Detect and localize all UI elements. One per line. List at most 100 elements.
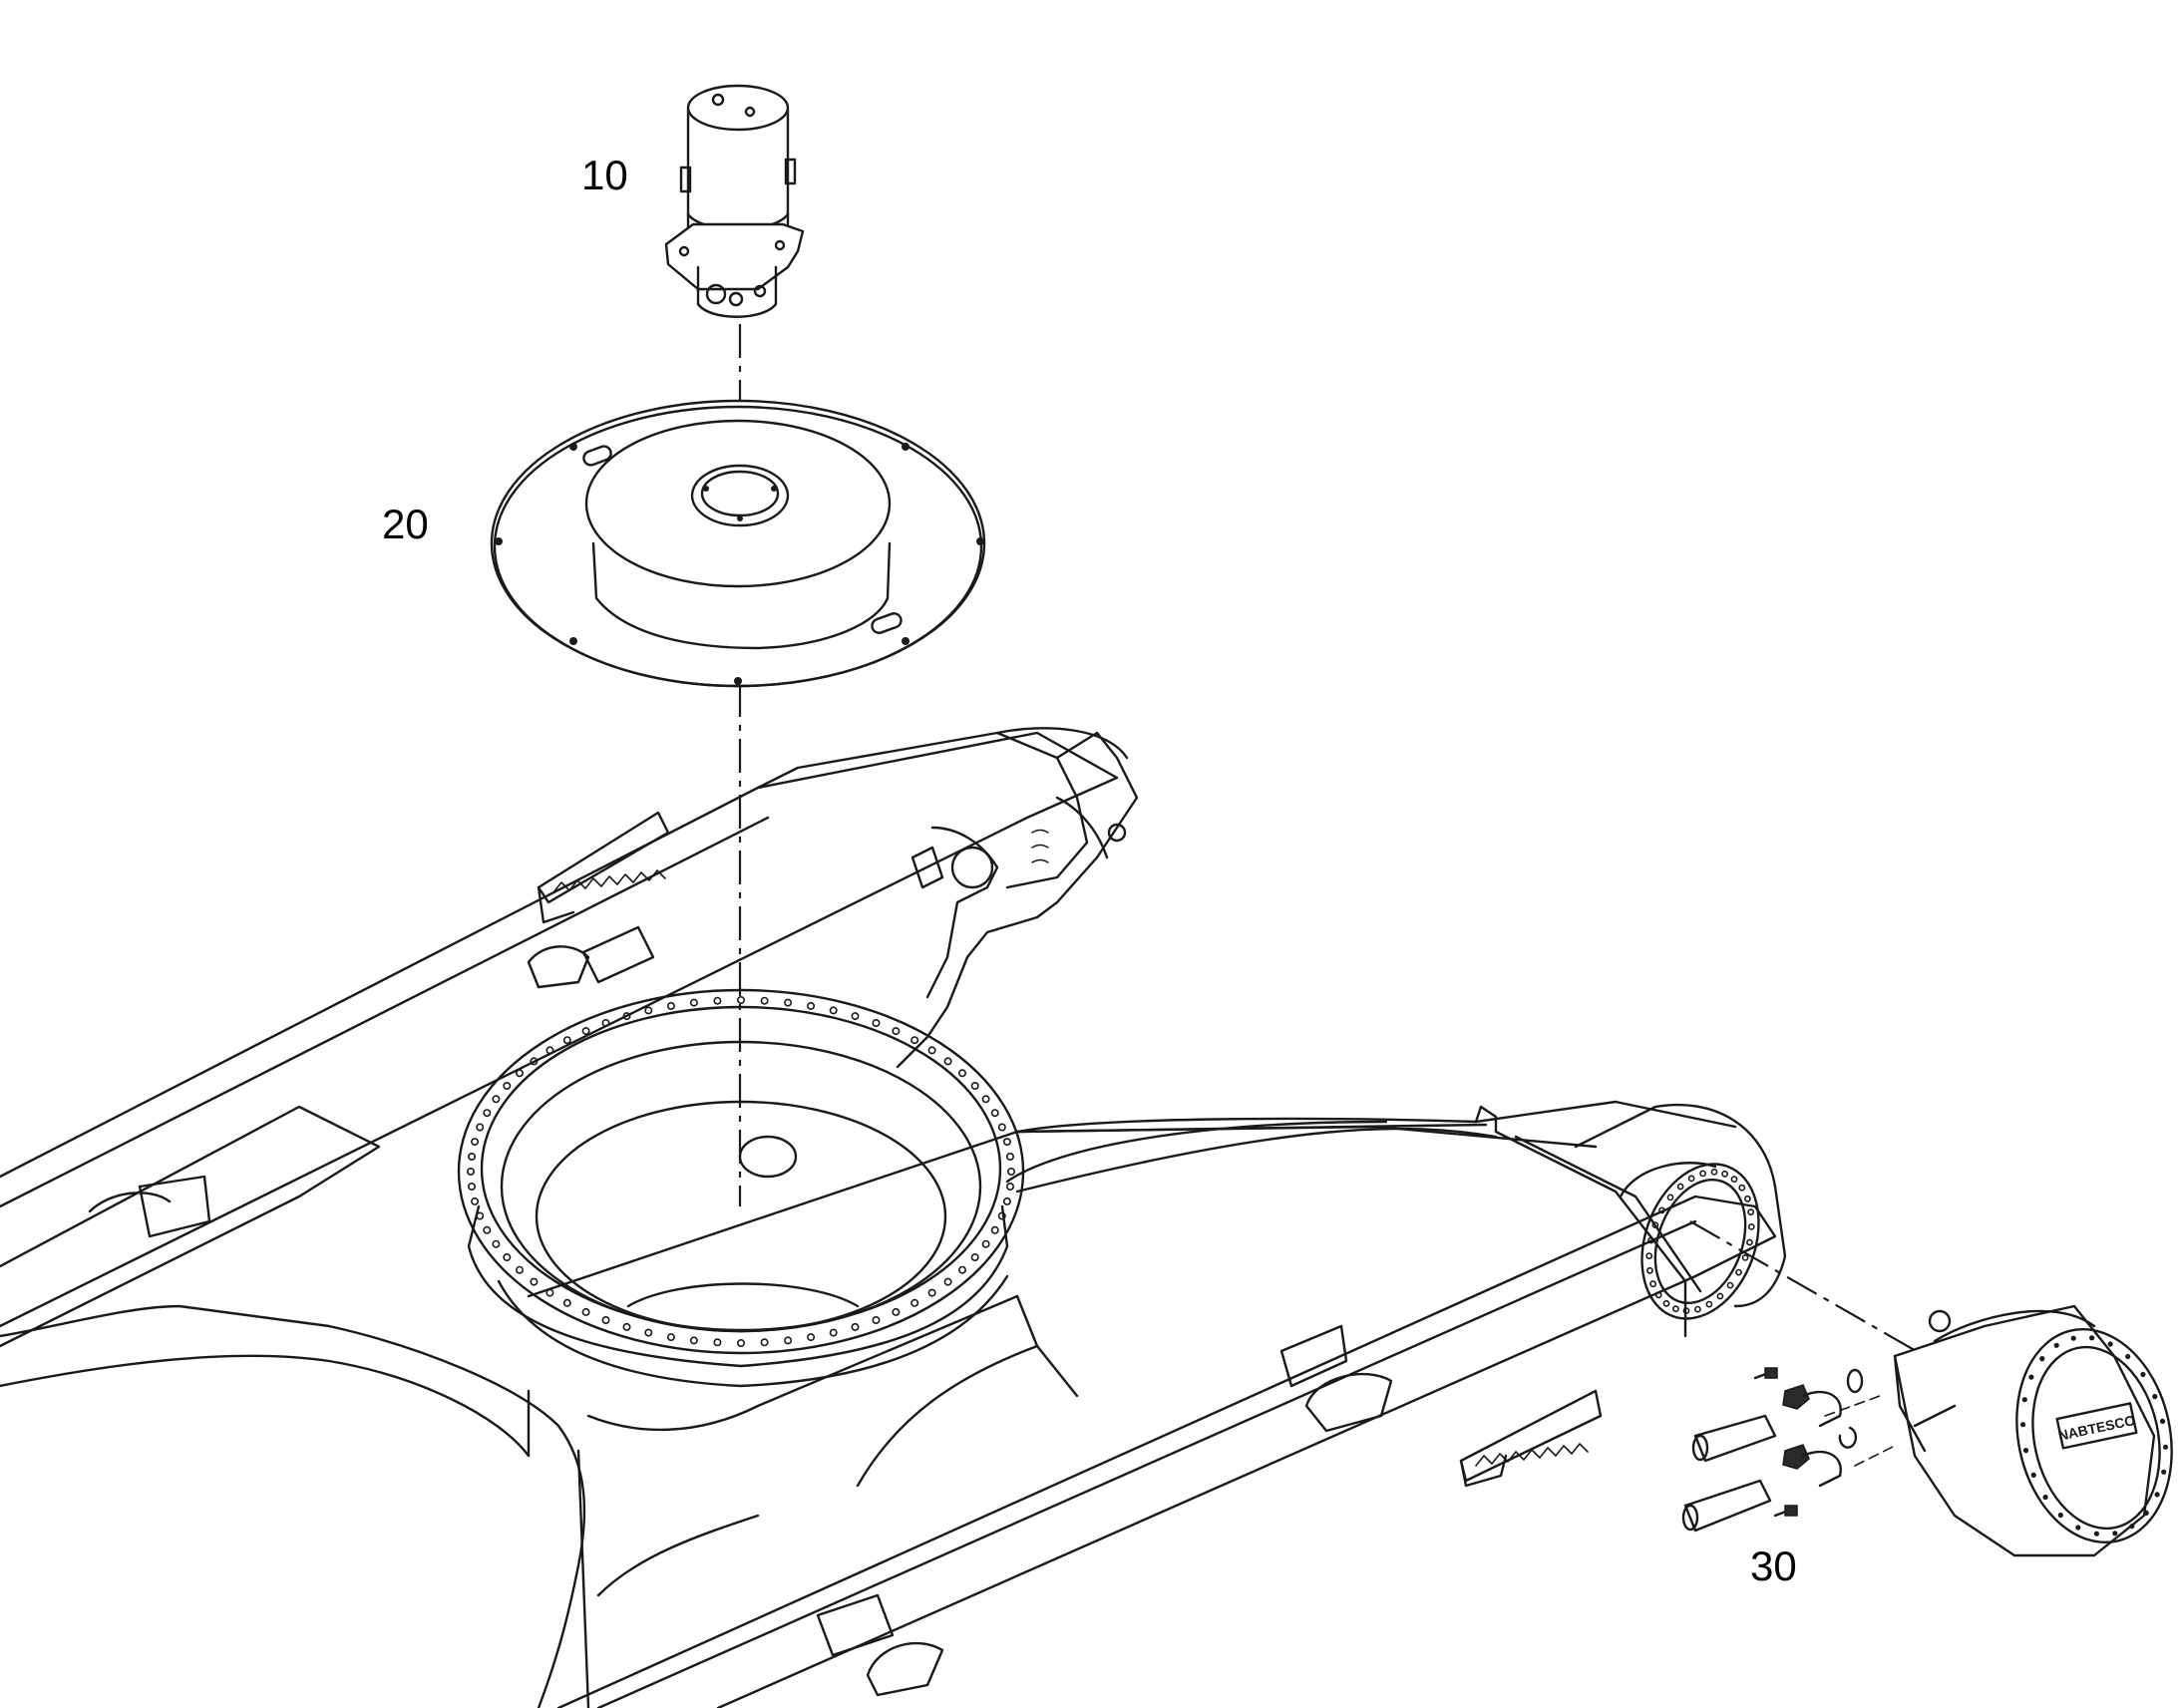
ring-bolt-hole [760, 996, 769, 1005]
ring-bolt-hole [689, 998, 698, 1007]
slewing-ring-bolt-holes [466, 995, 1015, 1348]
slewing-ring [457, 988, 1755, 1388]
idler-bolt-hole [1726, 1281, 1734, 1289]
part-label-10: 10 [581, 152, 628, 198]
ring-bolt-hole [581, 1307, 590, 1316]
motor-bolt [2070, 1335, 2076, 1341]
ring-bolt-hole [644, 1006, 653, 1015]
ring-bolt-hole [562, 1036, 571, 1045]
ring-bolt-hole [492, 1239, 501, 1248]
ring-bolt-hole [1005, 1153, 1014, 1162]
ring-bolt-hole [927, 1046, 936, 1055]
ring-bolt-hole [910, 1298, 919, 1307]
ring-bolt-hole [807, 1333, 816, 1342]
idler-bolt-hole [1654, 1291, 1662, 1299]
idler-bolt-hole [1710, 1169, 1718, 1176]
ring-bolt-hole [943, 1057, 952, 1066]
ring-bolt-hole [467, 1183, 476, 1192]
idler-bolt-hole [1721, 1170, 1728, 1178]
idler-bolt-hole [1646, 1266, 1653, 1274]
ring-bolt-hole [545, 1288, 554, 1297]
motor-bolt [2152, 1394, 2158, 1400]
ring-bolt-hole [689, 1336, 698, 1345]
ring-bolt-hole [713, 996, 722, 1005]
idler-bolt-hole [1645, 1252, 1653, 1259]
idler-bolt-hole [1716, 1292, 1724, 1300]
motor-bolt [2057, 1512, 2063, 1519]
ring-bolt-hole [851, 1322, 860, 1331]
idler-bolt-hole [1672, 1305, 1679, 1313]
motor-bolt [2022, 1448, 2029, 1454]
ring-bolt-hole [562, 1298, 571, 1307]
idler-bolt-hole [1738, 1184, 1746, 1192]
idler-bolt-hole [1662, 1299, 1670, 1307]
ring-bolt-hole [666, 1333, 675, 1342]
ring-bolt-hole [483, 1225, 492, 1234]
ring-bolt-hole [483, 1109, 492, 1118]
idler-bolt-hole [1658, 1206, 1665, 1214]
ring-bolt-hole [990, 1109, 999, 1118]
ring-bolt-hole [736, 995, 745, 1004]
ring-bolt-hole [829, 1006, 838, 1015]
idler-bolt-hole [1744, 1195, 1751, 1202]
idler-bolt-hole [1694, 1305, 1701, 1313]
ring-bolt-hole [997, 1123, 1006, 1132]
motor-bolt [2143, 1510, 2149, 1516]
ring-bolt-hole [1002, 1196, 1011, 1205]
ring-bolt-hole [1006, 1168, 1015, 1177]
ring-bolt-hole [784, 1336, 793, 1345]
ring-bolt-hole [872, 1018, 881, 1027]
ring-bolt-hole [666, 1001, 675, 1010]
ring-bolt-hole [970, 1082, 979, 1091]
ring-bolt-hole [581, 1027, 590, 1036]
idler-bolt-hole [1746, 1238, 1753, 1246]
part-label-20: 20 [382, 501, 429, 547]
ring-bolt-hole [829, 1328, 838, 1337]
travel-motor: NABTESCO [1681, 1304, 2173, 1557]
ring-bolt-hole [530, 1057, 539, 1066]
motor-bolt [2039, 1356, 2045, 1362]
ring-bolt-hole [957, 1069, 966, 1078]
motor-bolt [2159, 1418, 2166, 1424]
idler-bolt-hole [1676, 1183, 1684, 1191]
ring-bolt-hole [644, 1328, 653, 1337]
motor-bolt [2030, 1472, 2036, 1478]
idler-bolt-hole [1647, 1236, 1654, 1244]
idler-bolt-hole [1649, 1280, 1656, 1288]
cover-plate [490, 399, 986, 688]
motor-bolt [2089, 1335, 2095, 1341]
ring-bolt-hole [471, 1138, 480, 1147]
rotary-joint [664, 84, 805, 318]
motor-bolt [2154, 1492, 2160, 1498]
ring-bolt-hole [970, 1253, 979, 1262]
motor-bolt [2129, 1524, 2135, 1530]
motor-bolt [2161, 1469, 2167, 1475]
ring-bolt-hole [927, 1288, 936, 1297]
motor-bolt [2140, 1371, 2146, 1378]
ring-bolt-hole [503, 1082, 512, 1091]
motor-bolt [2107, 1341, 2113, 1347]
ring-bolt-hole [467, 1153, 476, 1162]
ring-bolt-hole [981, 1239, 990, 1248]
ring-bolt-hole [760, 1338, 769, 1347]
motor-bolt [2042, 1494, 2048, 1501]
ring-bolt-hole [476, 1123, 485, 1132]
ring-bolt-hole [515, 1265, 524, 1274]
idler-bolt-hole [1666, 1194, 1674, 1201]
undercarriage-frame [0, 727, 1787, 1708]
ring-bolt-hole [515, 1069, 524, 1078]
ring-bolt-hole [892, 1027, 901, 1036]
motor-bolt [2075, 1525, 2081, 1531]
ring-bolt-hole [545, 1046, 554, 1055]
part-labels: 10 20 30 [382, 152, 1797, 1589]
ring-bolt-hole [872, 1316, 881, 1325]
motor-bolt-circle [2019, 1335, 2169, 1537]
ring-bolt-hole [476, 1211, 485, 1220]
ring-bolt-hole [784, 998, 793, 1007]
part-label-30: 30 [1750, 1542, 1797, 1589]
ring-bolt-hole [622, 1012, 631, 1021]
ring-bolt-hole [492, 1095, 501, 1104]
idler-bolt-hole [1741, 1254, 1749, 1261]
ring-bolt-hole [622, 1322, 631, 1331]
